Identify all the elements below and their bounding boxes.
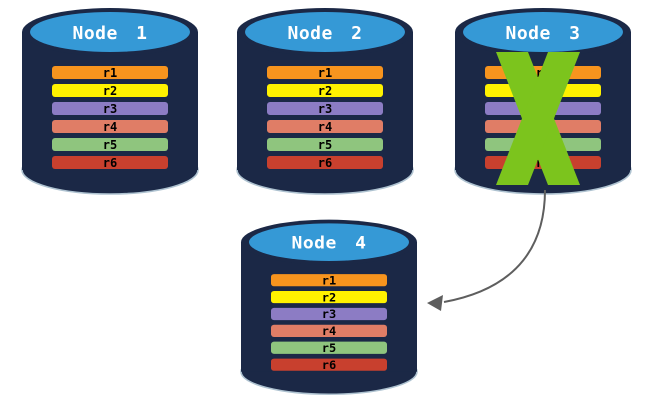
failure-x-icon	[496, 52, 580, 185]
record-bar	[271, 274, 387, 287]
cylinder: Node 1	[21, 8, 199, 195]
failover-arrow	[427, 189, 546, 311]
cylinder-top	[30, 12, 190, 52]
record-bar	[267, 84, 383, 97]
record-bar	[267, 102, 383, 115]
record-label: r5	[318, 138, 332, 152]
record-label: r4	[318, 120, 332, 134]
cylinder-top	[245, 12, 405, 52]
record-bar	[271, 358, 387, 371]
record-label: r4	[103, 120, 117, 134]
node-title: Node 2	[287, 23, 362, 44]
record-bar	[52, 84, 168, 97]
record-label: r1	[103, 66, 117, 80]
node-title: Node 1	[72, 23, 147, 44]
record-bar	[267, 120, 383, 133]
record-label: r3	[318, 102, 332, 116]
node-title: Node 3	[505, 23, 580, 44]
record-label: r6	[318, 156, 332, 170]
node-4: Node 4 r1 r2 r3 r4 r5 r6	[240, 219, 418, 395]
record-bar	[52, 120, 168, 133]
record-label: r1	[322, 274, 336, 288]
record-list: r1 r2 r3 r4 r5 r6	[271, 274, 387, 372]
x-stroke	[496, 52, 580, 185]
record-label: r6	[322, 358, 336, 372]
record-label: r5	[322, 341, 336, 355]
record-label: r2	[322, 291, 336, 305]
record-bar	[52, 138, 168, 151]
node-1: Node 1 r1 r2 r3 r4 r5 r6	[21, 8, 199, 195]
record-bar	[271, 307, 387, 321]
record-label: r3	[103, 102, 117, 116]
record-list: r1 r2 r3 r4 r5 r6	[52, 66, 168, 170]
record-label: r1	[318, 66, 332, 80]
node-3: Node 3 r1 r2 r3 r4 r5 r6	[454, 8, 632, 195]
cylinder: Node 2	[236, 8, 414, 195]
record-label: r2	[318, 84, 332, 98]
record-label: r5	[103, 138, 117, 152]
record-list: r1 r2 r3 r4 r5 r6	[267, 66, 383, 170]
cylinder-top	[249, 223, 409, 261]
record-label: r2	[103, 84, 117, 98]
record-bar	[267, 156, 383, 169]
arrowhead-icon	[427, 295, 443, 311]
record-bar	[52, 66, 168, 79]
record-bar	[267, 66, 383, 79]
record-label: r3	[322, 308, 336, 322]
record-bar	[271, 341, 387, 354]
cylinder-top	[463, 12, 623, 52]
node-2: Node 2 r1 r2 r3 r4 r5 r6	[236, 8, 414, 195]
record-label: r4	[322, 324, 336, 338]
record-label: r6	[103, 156, 117, 170]
record-bar	[52, 102, 168, 115]
arrow-curve	[443, 189, 546, 303]
record-bar	[267, 138, 383, 151]
record-bar	[52, 156, 168, 169]
record-bar	[271, 290, 387, 304]
record-bar	[271, 324, 387, 337]
node-title: Node 4	[292, 234, 367, 253]
